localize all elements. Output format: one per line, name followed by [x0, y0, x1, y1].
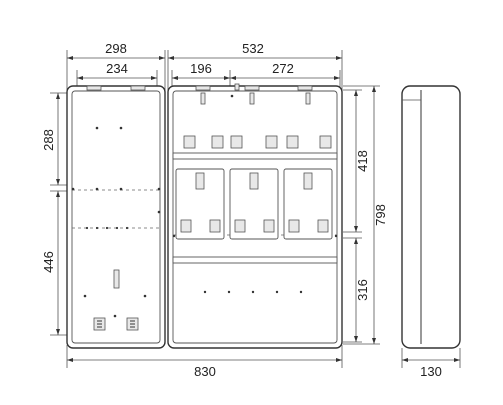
- dim-right-upper: 418: [355, 150, 370, 172]
- dim-right-overall: 798: [373, 204, 388, 226]
- dim-top-right-overall: 532: [242, 41, 264, 56]
- left-terminal-blocks: [93, 317, 139, 331]
- dim-left-lower: 446: [41, 251, 56, 273]
- dim-right-lower: 316: [355, 279, 370, 301]
- dim-bottom-width: 830: [194, 364, 216, 379]
- dim-left-upper: 288: [41, 129, 56, 151]
- arrowheads: [56, 56, 460, 362]
- dim-top-right-part2: 272: [272, 61, 294, 76]
- dim-top-left-overall: 298: [105, 41, 127, 56]
- side-view: [401, 85, 461, 349]
- dim-side-depth: 130: [420, 364, 442, 379]
- dimension-lines: [50, 50, 461, 368]
- right-top-terminals: [183, 135, 332, 149]
- right-enclosure: [167, 83, 343, 349]
- meter-bays: [175, 168, 333, 240]
- dim-top-left-inner: 234: [106, 61, 128, 76]
- dim-top-right-part1: 196: [190, 61, 212, 76]
- left-enclosure: [66, 85, 166, 349]
